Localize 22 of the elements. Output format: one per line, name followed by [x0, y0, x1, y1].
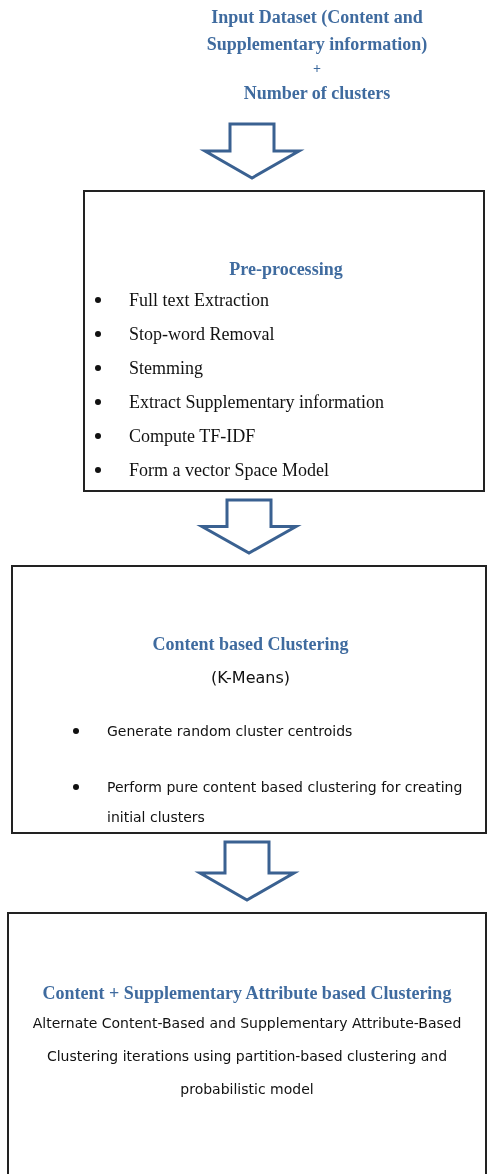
bullet-item: Full text Extraction — [93, 283, 479, 317]
heading-text: Content based Clustering — [151, 633, 350, 656]
bullet-item: Generate random cluster centroids — [71, 716, 477, 746]
block-arrow — [196, 498, 302, 555]
subheading-text: (K-Means) — [210, 667, 291, 689]
heading-text: Pre-processing — [228, 258, 344, 281]
process-box — [7, 912, 487, 1174]
heading-text: Content + Supplementary Attribute based Clustering — [41, 982, 453, 1005]
title-text: Input Dataset (Content and Supplementary information) — [205, 6, 429, 56]
block-arrow — [199, 122, 305, 180]
bullet-item: Extract Supplementary information — [93, 385, 479, 419]
process-box — [11, 565, 487, 834]
bullet-item: Form a vector Space Model — [93, 453, 479, 487]
block-arrow — [194, 840, 300, 902]
bullet-item: Compute TF-IDF — [93, 419, 479, 453]
bullet-item: Stemming — [93, 351, 479, 385]
bullet-item: Stop-word Removal — [93, 317, 479, 351]
body-text: Alternate Content-Based and Supplementary Attribute-Based Clustering iterations using partition-based clustering and probabilistic model — [31, 1014, 463, 1099]
plus-sign: + — [312, 60, 322, 78]
bullet-item: Perform pure content based clustering for creating initial clusters — [71, 772, 477, 832]
title-text: Number of clusters — [242, 82, 392, 105]
process-box — [83, 190, 485, 492]
